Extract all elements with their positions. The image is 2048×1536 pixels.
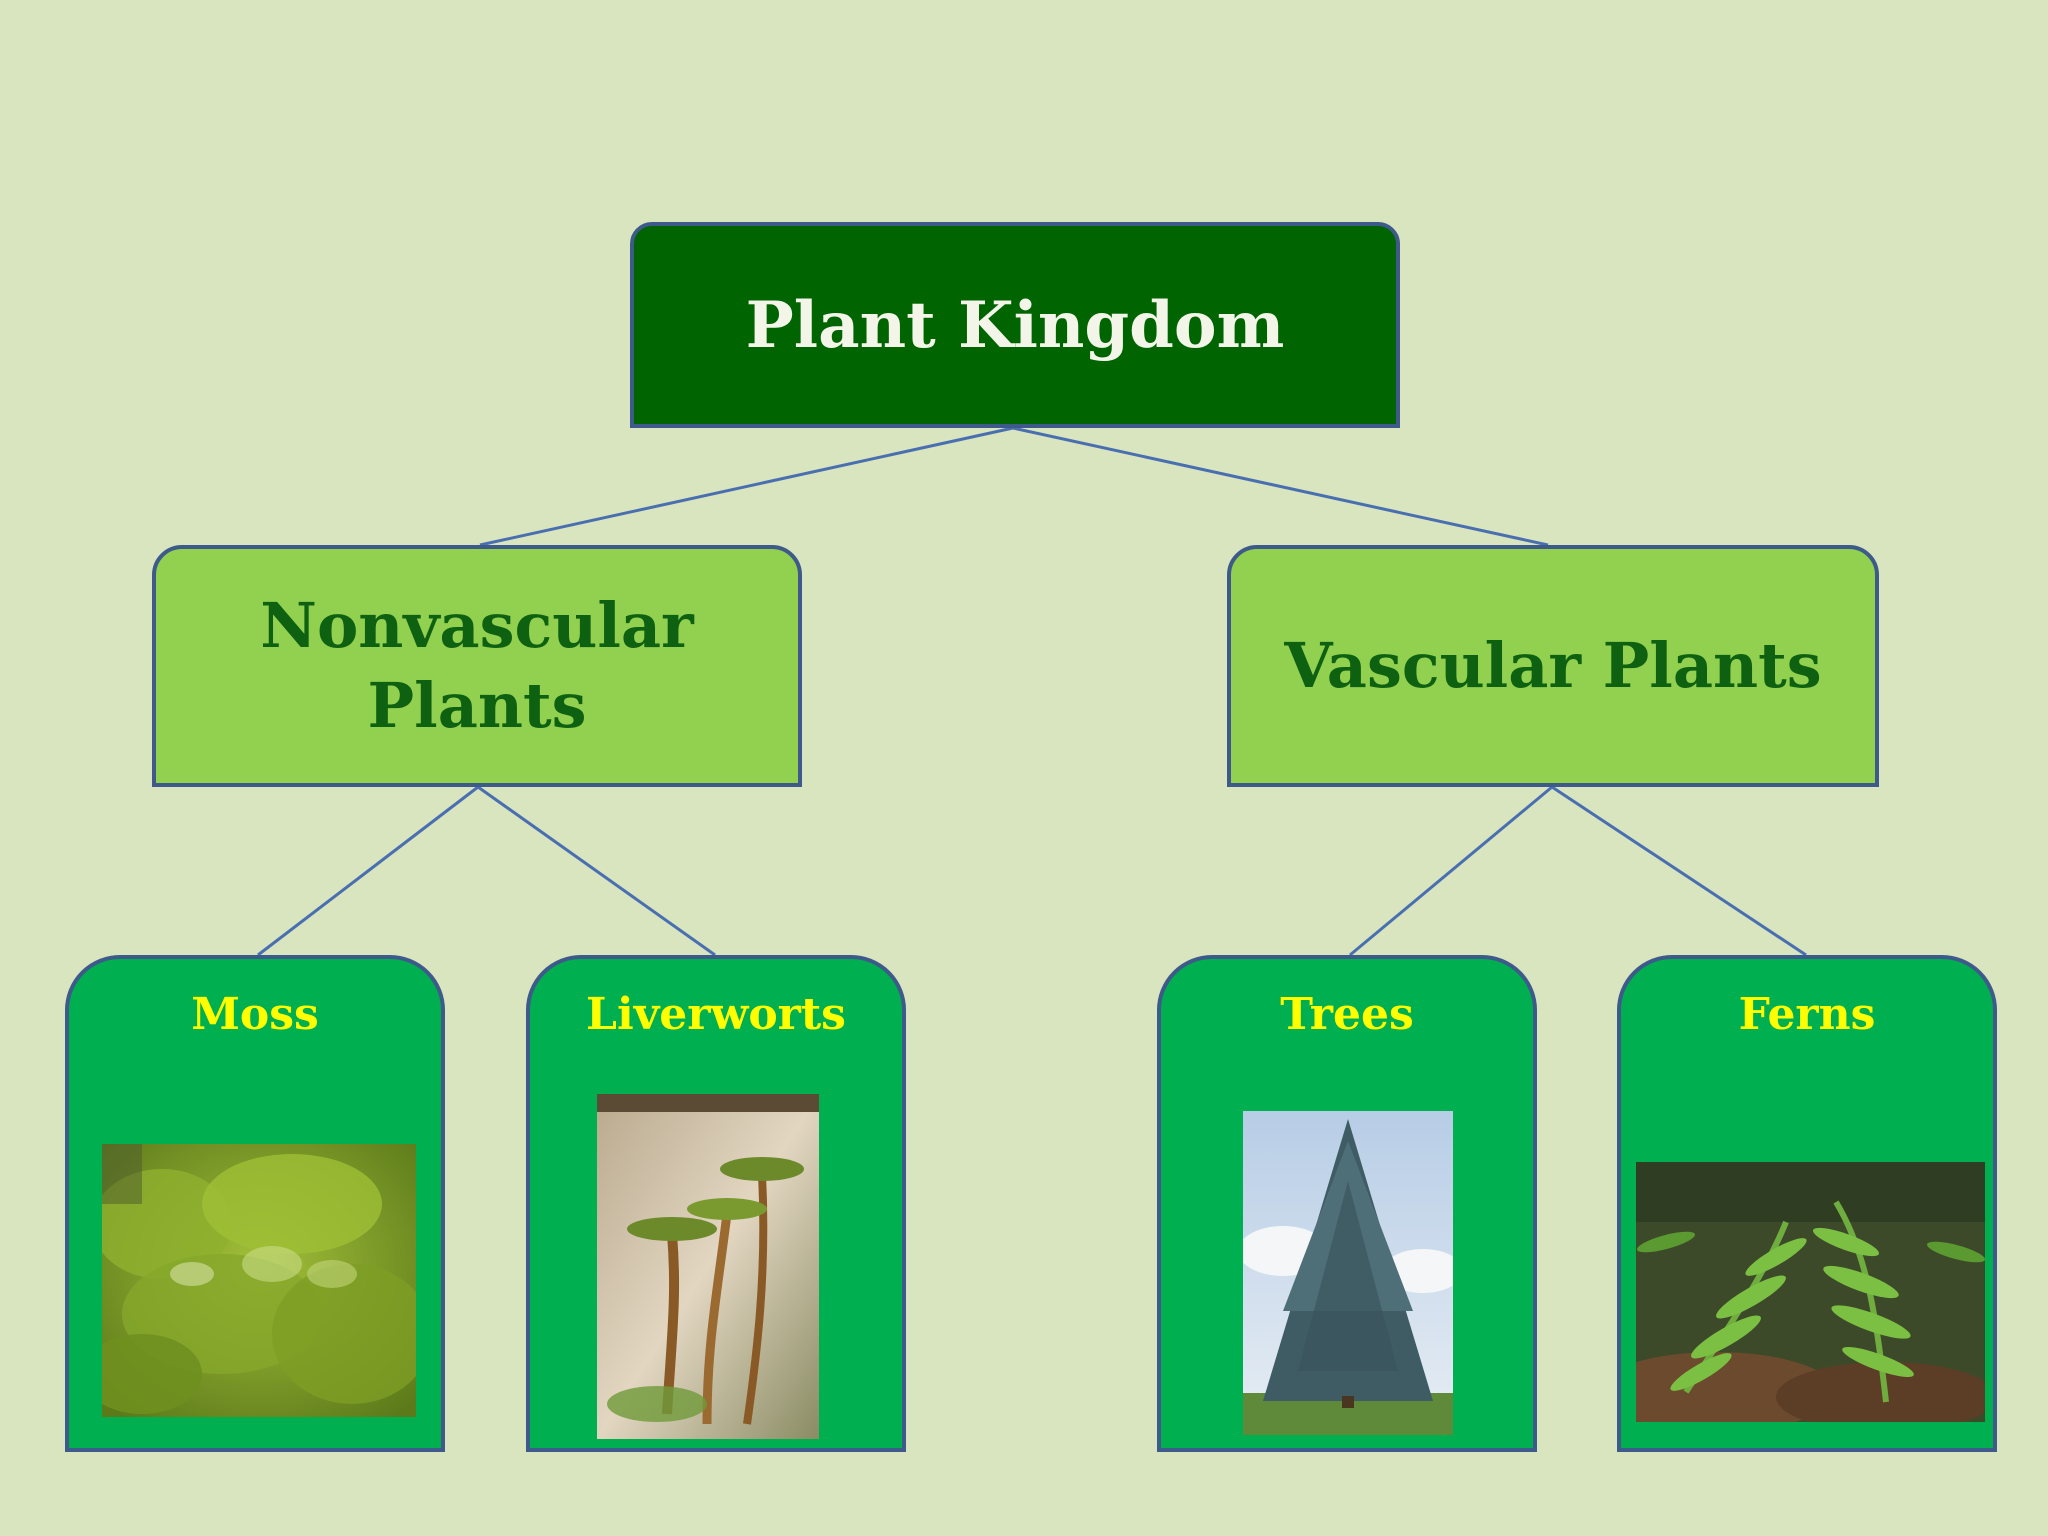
leaf-node-label: Liverworts — [586, 989, 846, 1040]
connector-nonvascular-moss — [257, 785, 479, 957]
leaf-node-label: Trees — [1280, 989, 1414, 1040]
leaf-node-label: Moss — [191, 989, 319, 1040]
group-node-vascular: Vascular Plants — [1227, 545, 1879, 787]
leaf-node-liverworts: Liverworts — [526, 955, 906, 1452]
tree-photo — [1243, 1111, 1453, 1435]
leaf-node-ferns: Ferns — [1617, 955, 1997, 1452]
group-node-nonvascular: Nonvascular Plants — [152, 545, 802, 787]
connector-root-nonvascular — [479, 426, 1014, 547]
connector-vascular-trees — [1349, 785, 1553, 957]
root-node-label: Plant Kingdom — [745, 287, 1285, 363]
connector-root-vascular — [1012, 426, 1549, 547]
liverworts-photo — [597, 1094, 819, 1439]
ferns-photo — [1636, 1162, 1985, 1422]
group-node-label: Vascular Plants — [1284, 629, 1822, 702]
leaf-node-trees: Trees — [1157, 955, 1537, 1452]
connector-vascular-ferns — [1551, 785, 1807, 957]
leaf-node-moss: Moss — [65, 955, 445, 1452]
connector-nonvascular-liverworts — [477, 785, 716, 957]
leaf-node-label: Ferns — [1738, 989, 1876, 1040]
root-node-plant-kingdom: Plant Kingdom — [630, 222, 1400, 428]
group-node-label: Nonvascular Plants — [260, 589, 694, 742]
moss-photo — [102, 1144, 416, 1417]
